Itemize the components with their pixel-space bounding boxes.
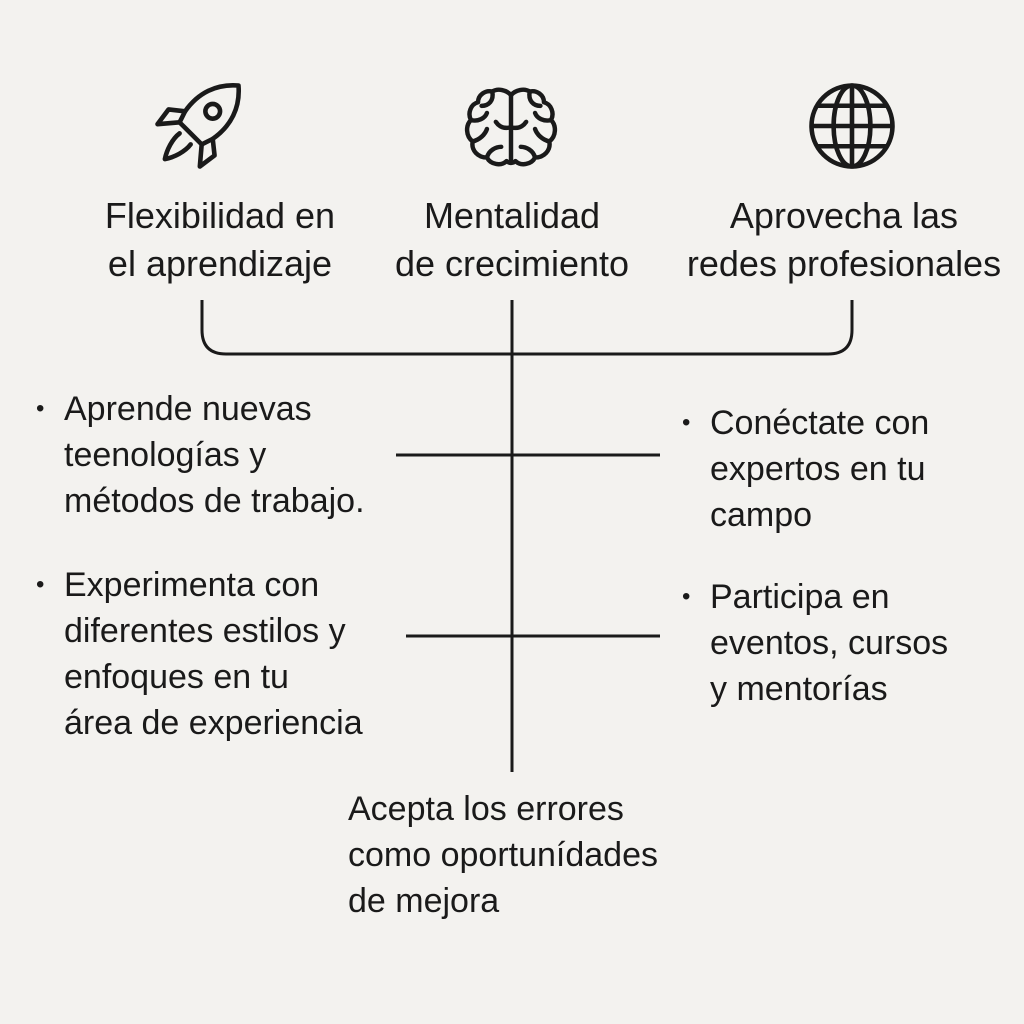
note-line: Acepta los errores xyxy=(348,790,624,828)
bullet-line: eventos, cursos xyxy=(710,624,949,662)
bullet-dot: • xyxy=(36,395,45,422)
globe-icon xyxy=(809,83,895,169)
heading-line: Mentalidad xyxy=(423,195,601,236)
heading-line: el aprendizaje xyxy=(107,243,333,284)
brain-icon xyxy=(464,87,558,167)
bullet-line: Experimenta con xyxy=(64,566,320,604)
bullet-line: área de experiencia xyxy=(64,704,363,742)
bullet-learn-technologies: • Aprende nuevas teenologías y métodos d… xyxy=(36,386,365,524)
bullet-line: teenologías y xyxy=(64,436,267,474)
bullet-line: diferentes estilos y xyxy=(64,612,346,650)
bullet-line: y mentorías xyxy=(710,670,888,708)
note-line: de mejora xyxy=(348,882,500,920)
heading-line: Flexibilidad en xyxy=(104,195,336,236)
bullet-line: Conéctate con xyxy=(710,404,930,442)
heading-growth-mindset: Mentalidad de crecimiento xyxy=(362,192,662,288)
bottom-note-accept-errors: Acepta los errores como oportunídades de… xyxy=(348,786,658,924)
note-line: como oportunídades xyxy=(348,836,658,874)
bullet-dot: • xyxy=(682,409,691,436)
bullet-experiment-styles: • Experimenta con diferentes estilos y e… xyxy=(36,562,363,746)
bullet-line: campo xyxy=(710,496,813,534)
rocket-icon xyxy=(155,83,241,169)
heading-line: redes profesionales xyxy=(686,243,1002,284)
bullet-join-events: • Participa en eventos, cursos y mentorí… xyxy=(682,574,949,712)
bullet-dot: • xyxy=(36,571,45,598)
bullet-line: métodos de trabajo. xyxy=(64,482,365,520)
bullet-line: enfoques en tu xyxy=(64,658,289,696)
heading-line: Aprovecha las xyxy=(729,195,959,236)
heading-networks: Aprovecha las redes profesionales xyxy=(672,192,1016,288)
bullet-line: Participa en xyxy=(710,578,890,616)
bullet-dot: • xyxy=(682,583,691,610)
bullet-connect-experts: • Conéctate con expertos en tu campo xyxy=(682,400,930,538)
bullet-line: Aprende nuevas xyxy=(64,390,312,428)
bullet-line: expertos en tu xyxy=(710,450,926,488)
heading-line: de crecimiento xyxy=(394,243,630,284)
top-bracket xyxy=(200,300,854,356)
heading-flexibility: Flexibilidad en el aprendizaje xyxy=(60,192,380,288)
